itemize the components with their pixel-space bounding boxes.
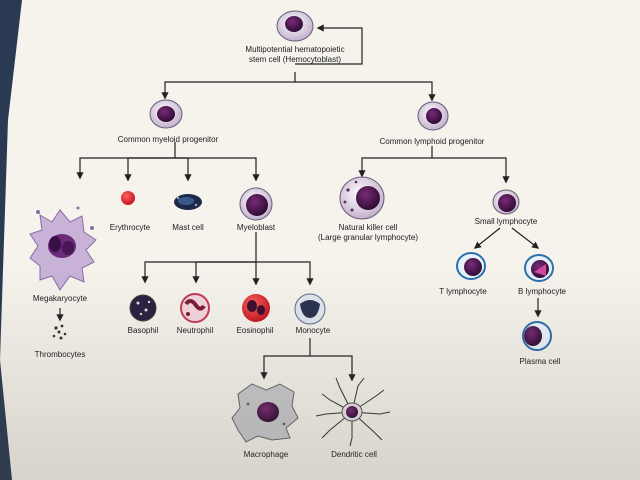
- macrophage-cell: [231, 383, 299, 443]
- labels: Multipotential hematopoietic stem cell (…: [33, 45, 567, 459]
- stem-cell-label-1: Multipotential hematopoietic: [245, 45, 344, 54]
- myeloblast-cell: [239, 187, 273, 221]
- b-lymphocyte-label: B lymphocyte: [518, 287, 567, 296]
- monocyte-cell: [294, 293, 326, 325]
- dendritic-cell: [315, 377, 391, 447]
- neutrophil-label: Neutrophil: [177, 326, 214, 335]
- small-lymphocyte-cell: [492, 189, 520, 215]
- nk-cell-label-1: Natural killer cell: [339, 223, 398, 232]
- t-lymphocyte-label: T lymphocyte: [439, 287, 487, 296]
- natural-killer-cell: [339, 176, 385, 220]
- megakaryocyte-cell: [29, 206, 97, 291]
- nk-cell-label-2: (Large granular lymphocyte): [318, 233, 418, 242]
- mast-cell-label: Mast cell: [172, 223, 204, 232]
- erythrocyte-label: Erythrocyte: [110, 223, 151, 232]
- thrombocytes-label: Thrombocytes: [35, 350, 86, 359]
- mast-cell: [174, 194, 202, 210]
- thrombocytes-cluster: [52, 324, 67, 340]
- eosinophil-cell: [242, 294, 270, 322]
- erythrocyte-cell: [121, 191, 135, 205]
- eosinophil-label: Eosinophil: [237, 326, 274, 335]
- t-lymphocyte-cell: [456, 252, 486, 280]
- small-lymphocyte-label: Small lymphocyte: [475, 217, 538, 226]
- plasma-cell-label: Plasma cell: [520, 357, 561, 366]
- megakaryocyte-label: Megakaryocyte: [33, 294, 88, 303]
- common-lymphoid-label: Common lymphoid progenitor: [380, 137, 485, 146]
- macrophage-label: Macrophage: [244, 450, 289, 459]
- stem-cell-label-2: stem cell (Hemocytoblast): [249, 55, 341, 64]
- stem-cell: [276, 10, 314, 42]
- basophil-label: Basophil: [128, 326, 159, 335]
- common-lymphoid-progenitor-cell: [417, 101, 449, 131]
- monocyte-label: Monocyte: [296, 326, 331, 335]
- dendritic-cell-label: Dendritic cell: [331, 450, 377, 459]
- myeloblast-label: Myeloblast: [237, 223, 276, 232]
- common-myeloid-progenitor-cell: [149, 99, 183, 129]
- plasma-cell: [522, 321, 552, 351]
- connectors: [56, 24, 542, 382]
- b-lymphocyte-cell: [524, 254, 554, 282]
- basophil-cell: [129, 294, 157, 322]
- common-myeloid-label: Common myeloid progenitor: [118, 135, 219, 144]
- neutrophil-cell: [180, 293, 210, 323]
